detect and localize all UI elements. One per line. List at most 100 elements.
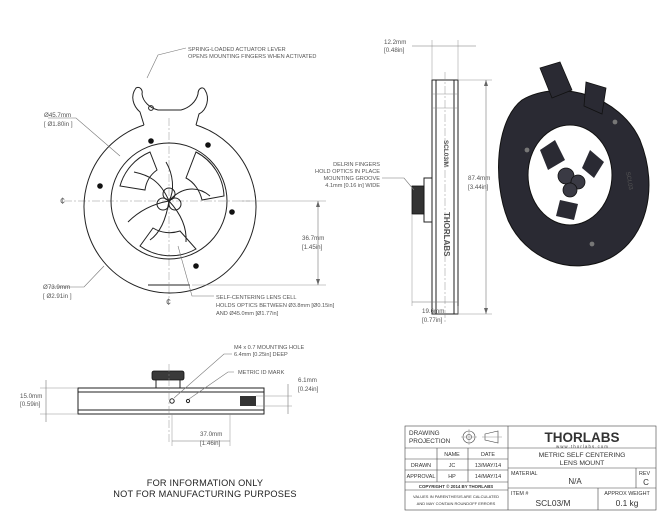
centerline-symbol-bottom: ¢	[166, 297, 171, 307]
dim-depth-mm: 19.6mm	[422, 308, 444, 315]
delrin-finger-stub	[423, 177, 433, 223]
bottom-body	[77, 387, 265, 415]
leader-actuator	[146, 47, 187, 79]
tb-approval-date: 14/MAY/14	[475, 474, 501, 480]
disclaimer: FOR INFORMATION ONLY NOT FOR MANUFACTURI…	[96, 478, 314, 500]
disclaimer-line2: NOT FOR MANUFACTURING PURPOSES	[113, 489, 297, 499]
tb-drawing-label: DRAWING	[409, 430, 440, 437]
dim-height-in: [3.44in]	[468, 184, 489, 191]
leader-inner-diameter	[48, 117, 121, 157]
tb-rev-value: C	[643, 478, 649, 487]
thorlabs-logo: THORLABS	[545, 430, 620, 445]
leader-delrin	[382, 177, 415, 191]
note-actuator-line2: OPENS MOUNTING FINGERS WHEN ACTIVATED	[188, 54, 316, 60]
tb-title-line1: METRIC SELF CENTERING	[539, 452, 626, 459]
blade-1	[133, 171, 170, 202]
screw-hole	[229, 209, 235, 215]
dim-hole-pos-mm: 37.0mm	[200, 431, 222, 438]
lever-pin	[148, 105, 154, 111]
blade-6	[165, 161, 174, 202]
tb-values-note-2: AND MAY CONTAIN ROUNDOFF ERRORS	[417, 501, 496, 506]
bottom-slot	[240, 396, 256, 406]
projection-symbol	[461, 429, 502, 445]
iso-hole	[612, 119, 618, 125]
screw-hole	[193, 263, 199, 269]
note-hole-line2: 6.4mm [0.25in] DEEP	[234, 352, 288, 358]
side-view: SCL03/M THORLABS 12.2mm [0.48in] 87.4mm …	[315, 39, 492, 324]
tb-approval-label: APPROVAL	[407, 474, 436, 480]
dim-thickness-in: [0.48in]	[384, 47, 405, 54]
blade-3	[149, 200, 170, 241]
tb-rev-label: REV	[639, 471, 650, 477]
dim-side-height-mm: 15.0mm	[20, 393, 42, 400]
tb-title-line2: LENS MOUNT	[560, 460, 605, 467]
note-hole-line1: M4 x 0.7 MOUNTING HOLE	[234, 345, 305, 351]
dim-outer-diameter-mm: Ø73.9mm	[43, 284, 70, 291]
tb-material-value: N/A	[568, 477, 582, 486]
dim-inner-diameter-mm: Ø45.7mm	[44, 112, 71, 119]
roller-b	[168, 197, 182, 211]
finger-right	[185, 151, 225, 201]
inner-bore	[110, 142, 228, 260]
outer-housing	[83, 124, 257, 294]
finger-left	[119, 151, 158, 191]
delrin-finger-knob	[411, 185, 425, 215]
dim-side-height-in: [0.59in]	[20, 401, 41, 408]
finger-bottom	[139, 227, 197, 257]
tb-item-label: ITEM #	[511, 491, 528, 497]
tb-name-header: NAME	[444, 452, 460, 458]
note-cell-line3: AND Ø45.0mm [Ø1.77in]	[216, 311, 279, 317]
tb-values-note-1: VALUES IN PARENTHESIS ARE CALCULATED	[413, 494, 499, 499]
iso-lever-left	[539, 61, 573, 99]
tb-website: w w w . t h o r l a b s . c o m	[556, 444, 608, 449]
front-view: SPRING-LOADED ACTUATOR LEVER OPENS MOUNT…	[43, 47, 335, 317]
tb-copyright: COPYRIGHT © 2014 BY THORLABS	[419, 484, 493, 489]
note-delrin-line1: DELRIN FINGERS	[333, 162, 380, 168]
tb-item-value: SCL03/M	[536, 498, 571, 508]
blade-2	[168, 188, 211, 202]
iso-finger	[540, 140, 565, 170]
iso-hole	[589, 241, 595, 247]
dim-center-height-mm: 36.7mm	[302, 235, 324, 242]
actuator-lever	[132, 87, 208, 126]
dim-hole-pos-in: [1.46in]	[200, 440, 221, 447]
note-delrin-line3: MOUNTING GROOVE	[323, 176, 380, 182]
note-metric-id: METRIC ID MARK	[238, 370, 285, 376]
iso-roller	[562, 182, 578, 198]
tb-date-header: DATE	[481, 452, 495, 458]
tb-drawn-label: DRAWN	[411, 463, 431, 469]
note-cell-line2: HOLDS OPTICS BETWEEN Ø3.8mm [Ø0.15in]	[216, 303, 335, 309]
dim-slot-in: [0.24in]	[298, 386, 319, 393]
centerline-symbol-left: ¢	[60, 196, 65, 206]
mounting-hole	[169, 398, 175, 404]
iso-finger	[582, 150, 604, 178]
leader-hole	[173, 353, 232, 399]
dim-depth-in: [0.77in]	[422, 317, 443, 324]
side-engraving-part: SCL03/M	[442, 140, 449, 167]
metric-id-mark	[185, 398, 191, 404]
dim-height-mm: 87.4mm	[468, 175, 490, 182]
disclaimer-line1: FOR INFORMATION ONLY	[146, 478, 264, 488]
iso-hole	[524, 147, 530, 153]
tb-weight-value: 0.1 kg	[616, 498, 639, 508]
leader-lens-cell	[177, 245, 214, 297]
tb-weight-label: APPROX WEIGHT	[604, 491, 650, 497]
blade-5	[127, 200, 170, 223]
isometric-view: SCL03	[498, 61, 650, 267]
roller-c	[162, 187, 176, 201]
tb-drawn-name: JC	[449, 463, 456, 469]
tb-material-label: MATERIAL	[511, 471, 538, 477]
dim-inner-diameter-in: [ Ø1.80in ]	[44, 121, 73, 128]
dim-slot-mm: 6.1mm	[298, 377, 317, 384]
note-delrin-line4: 4.1mm [0.16 in] WIDE	[325, 183, 380, 189]
iso-finger	[556, 200, 578, 220]
tb-projection-label: PROJECTION	[409, 438, 451, 445]
dim-outer-diameter-in: [ Ø2.91in ]	[43, 293, 72, 300]
dim-thickness-mm: 12.2mm	[384, 39, 406, 46]
screw-hole	[97, 183, 103, 189]
screw-hole	[148, 138, 154, 144]
note-actuator-line1: SPRING-LOADED ACTUATOR LEVER	[188, 47, 286, 53]
note-cell-line1: SELF-CENTERING LENS CELL	[216, 295, 297, 301]
